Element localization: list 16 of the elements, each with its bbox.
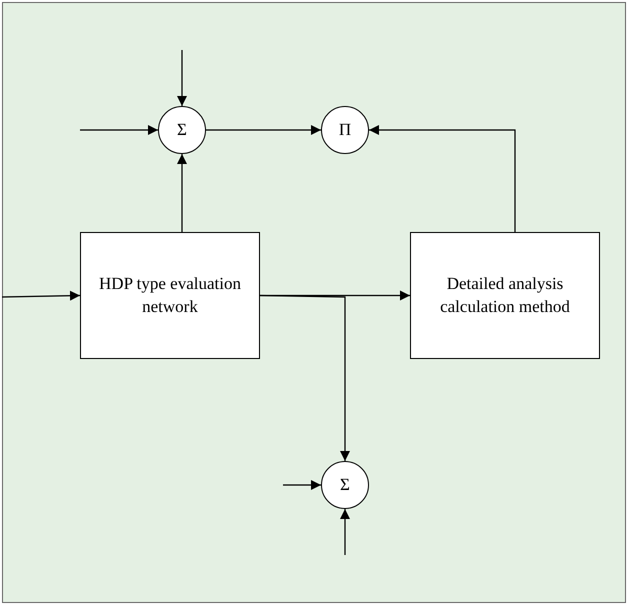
arrow	[80, 125, 158, 135]
arrow	[177, 50, 187, 106]
process-box	[80, 232, 260, 359]
operator-symbol: Σ	[340, 474, 350, 496]
process-box	[410, 232, 600, 359]
arrow	[369, 125, 516, 232]
operator-symbol: Π	[338, 118, 352, 141]
box-label: HDP type evaluation network	[98, 272, 242, 318]
box-label: Detailed analysis calculation method	[439, 272, 571, 318]
arrow	[283, 480, 321, 490]
arrow	[177, 154, 187, 232]
operator-symbol: Σ	[177, 118, 187, 141]
arrow	[260, 294, 350, 461]
arrow	[206, 125, 321, 135]
arrow	[2, 290, 80, 301]
arrow	[340, 509, 350, 555]
